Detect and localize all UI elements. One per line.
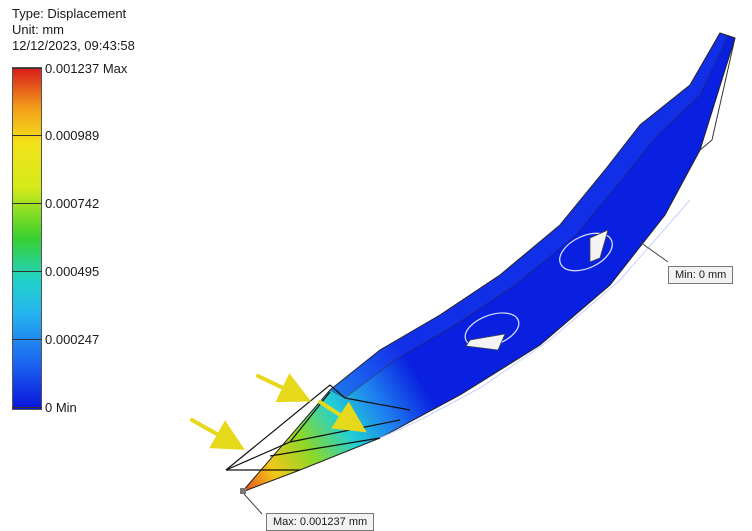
hole-feature xyxy=(464,312,520,351)
legend-label-5: 0.000247 xyxy=(45,332,100,347)
legend-tick xyxy=(12,339,42,340)
part-top-face xyxy=(329,32,729,399)
legend-label-3: 0.000742 xyxy=(45,196,100,211)
result-type: Type: Displacement xyxy=(12,6,127,21)
load-arrows[interactable] xyxy=(190,373,367,450)
part-edge-line xyxy=(699,37,736,151)
legend-label-max: 0.001237 Max xyxy=(45,61,128,76)
load-arrow-icon xyxy=(256,373,312,403)
load-arrow-icon xyxy=(318,400,367,433)
min-probe-leader xyxy=(639,241,669,263)
legend-tick xyxy=(12,68,42,69)
load-arrow-icon xyxy=(190,418,245,450)
min-probe-callout[interactable]: Min: 0 mm xyxy=(668,266,734,284)
result-timestamp: 12/12/2023, 09:43:58 xyxy=(12,38,135,53)
legend-tick xyxy=(12,407,42,408)
part-edge-line xyxy=(379,199,691,439)
hole-feature xyxy=(559,229,613,272)
legend-tick xyxy=(12,271,42,272)
legend-label-2: 0.000989 xyxy=(45,128,100,143)
color-legend-bar xyxy=(12,67,42,410)
legend-tick xyxy=(12,135,42,136)
max-probe-callout[interactable]: Max: 0.001237 mm xyxy=(266,513,375,531)
part-body[interactable] xyxy=(241,32,736,493)
legend-tick xyxy=(12,203,42,204)
max-probe-marker xyxy=(240,488,246,494)
result-unit: Unit: mm xyxy=(12,22,64,37)
max-probe-leader xyxy=(243,493,263,515)
legend-label-min: 0 Min xyxy=(45,400,77,415)
legend-label-4: 0.000495 xyxy=(45,264,100,279)
result-info: Type: Displacement Unit: mm 12/12/2023, … xyxy=(12,6,135,54)
